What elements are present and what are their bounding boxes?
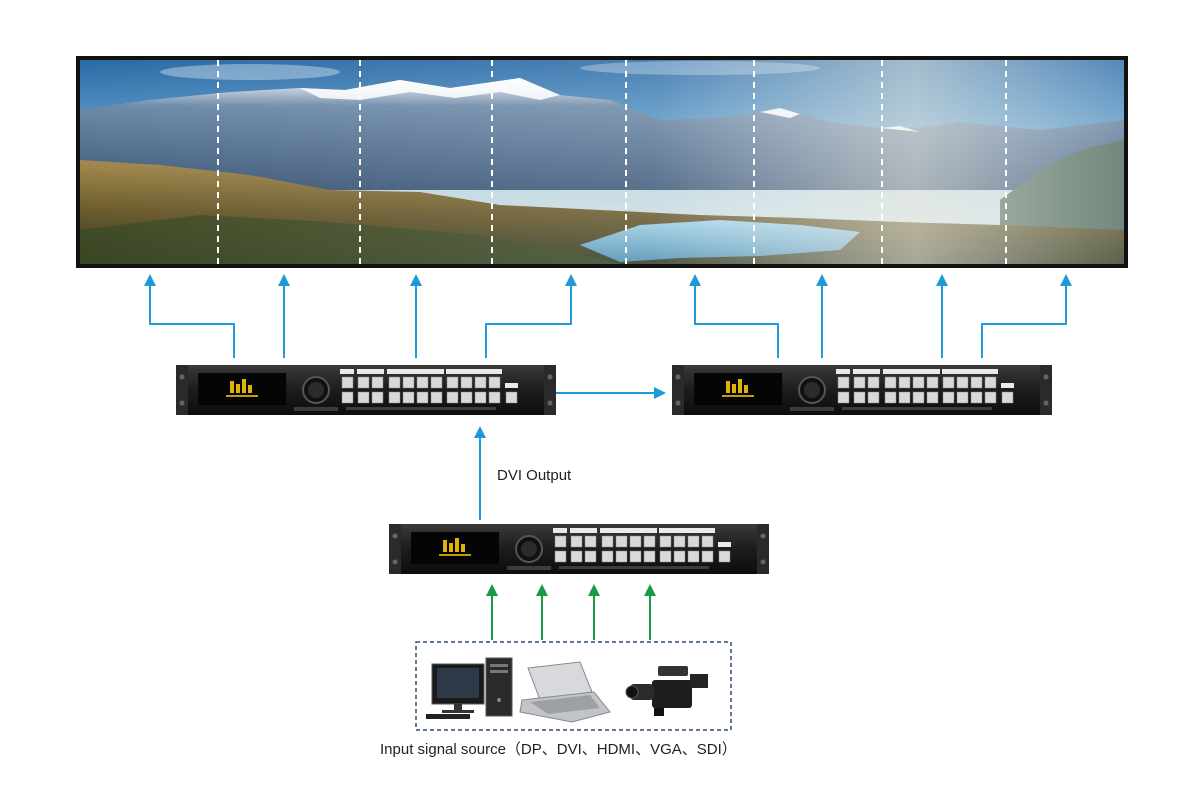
dvi-output-label: DVI Output [497, 467, 572, 484]
led-video-wall [76, 56, 1128, 268]
video-processor-top-left [175, 364, 557, 416]
laptop-icon [519, 661, 611, 723]
video-processor-top-right [671, 364, 1053, 416]
desktop-computer-icon [426, 657, 513, 719]
output-connectors [144, 274, 1072, 520]
video-camera-icon [625, 666, 708, 716]
input-source-label: Input signal source（DP、DVI、HDMI、VGA、SDI） [380, 741, 737, 758]
landscape-image [80, 60, 1124, 264]
segment-dividers [217, 60, 1007, 264]
input-connectors [486, 584, 656, 640]
video-processor-bottom [388, 523, 770, 575]
input-source-box [415, 641, 732, 731]
